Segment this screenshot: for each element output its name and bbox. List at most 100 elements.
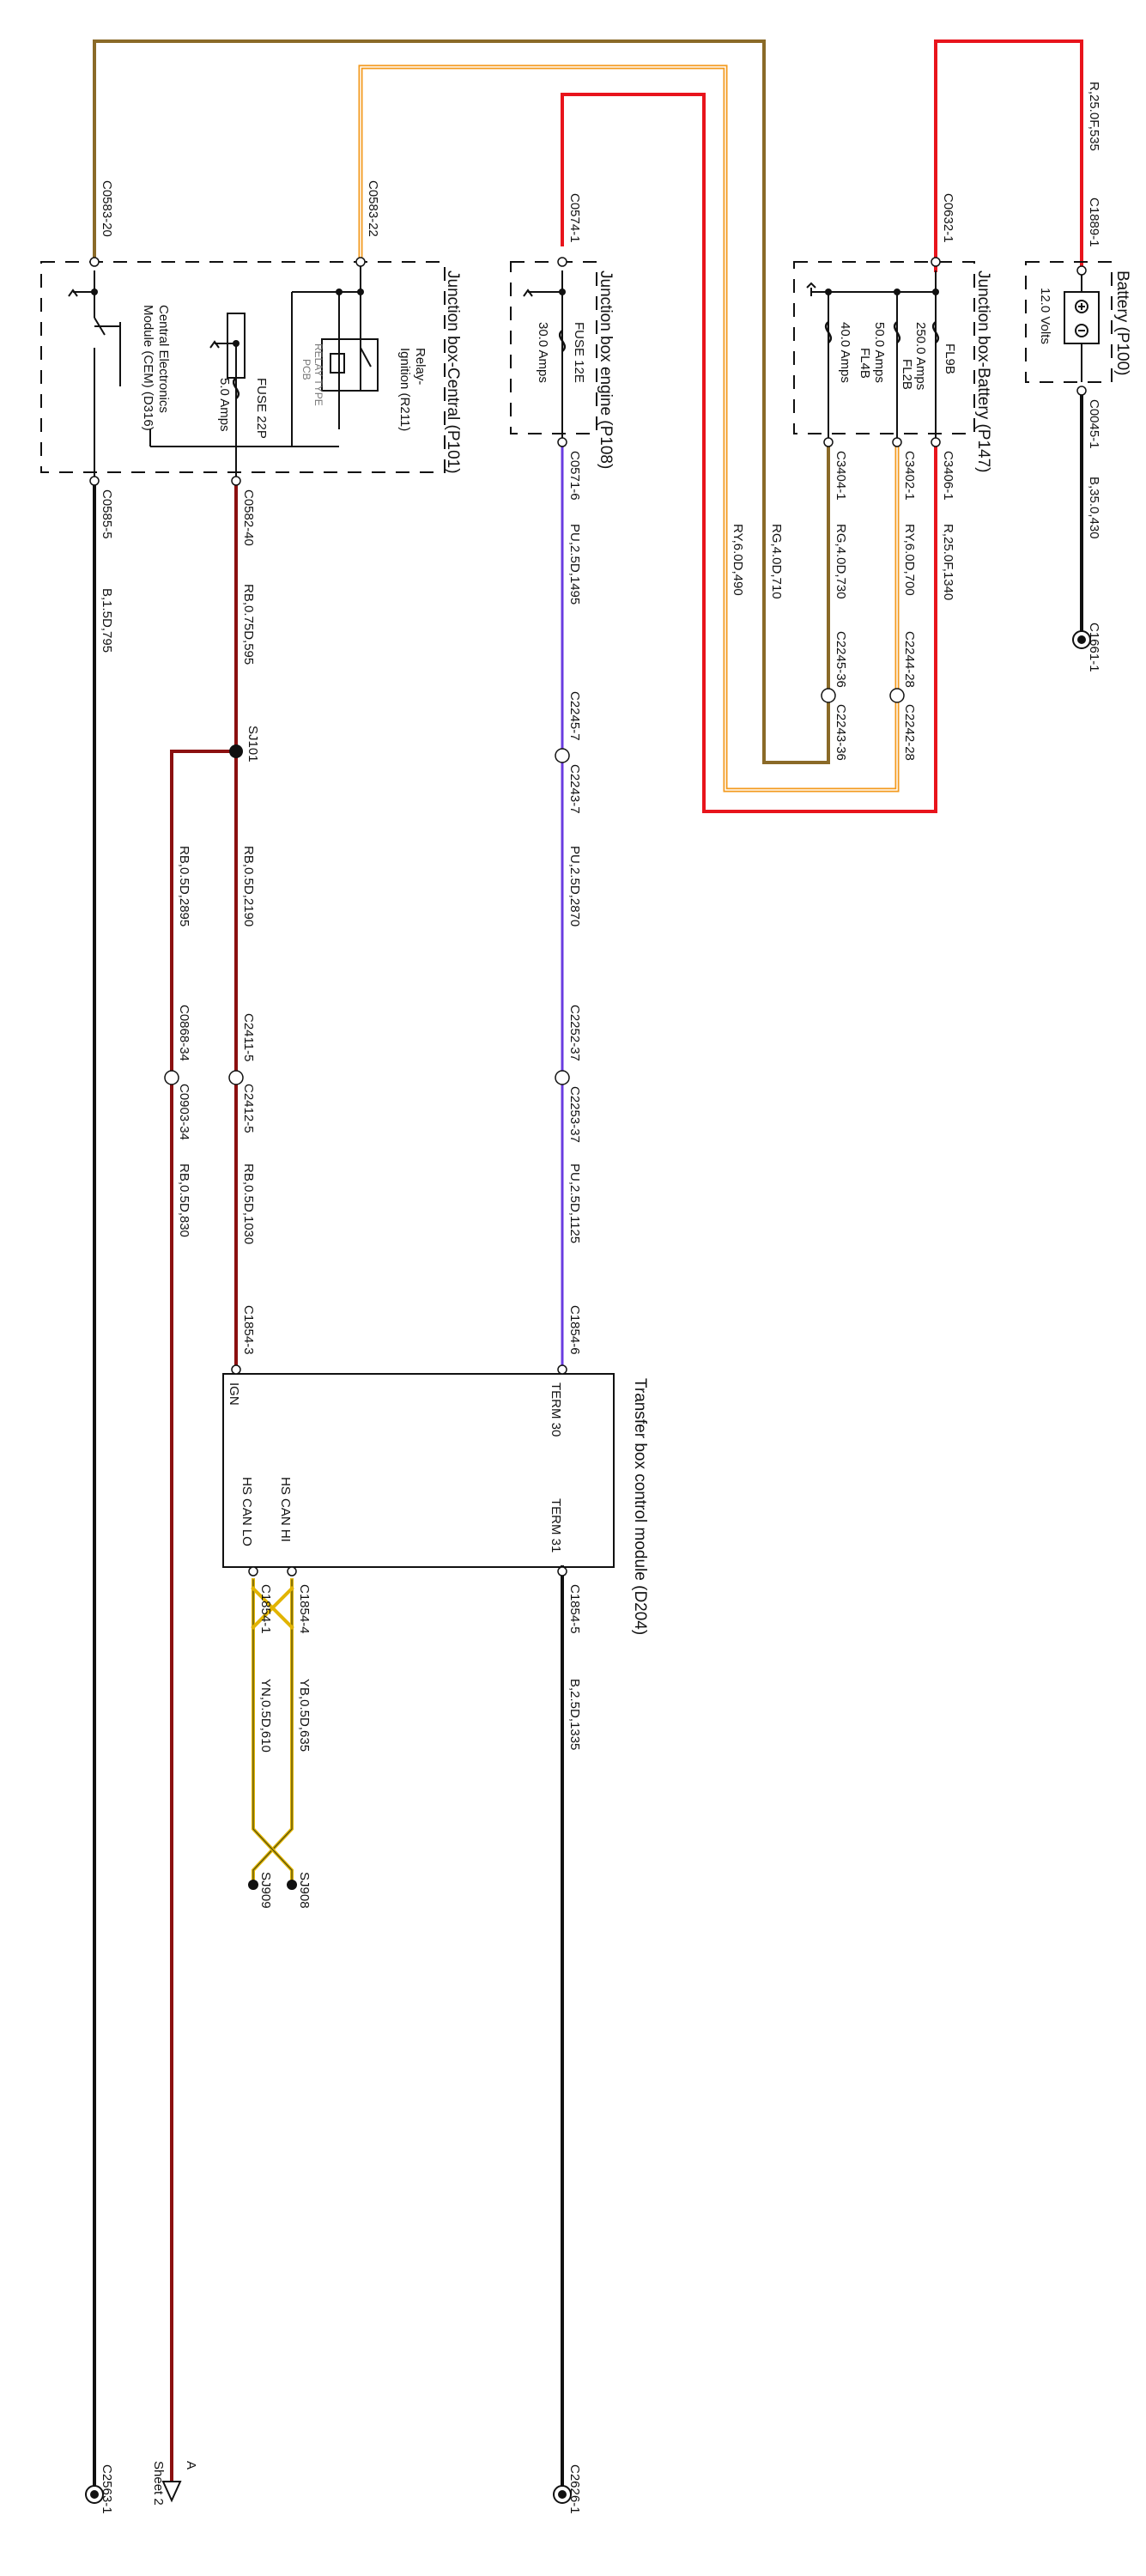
label-wire-pu-2870: PU,2.5D,2870 bbox=[567, 846, 582, 927]
connector-c1854-6-symbol bbox=[557, 1364, 567, 1375]
connector-c0045-1-symbol bbox=[1076, 386, 1087, 396]
label-c2245-7: C2245-7 bbox=[567, 691, 582, 741]
connector-c0574-1-symbol bbox=[557, 257, 567, 267]
label-c2243-7: C2243-7 bbox=[567, 764, 582, 814]
label-c0583-22: C0583-22 bbox=[366, 180, 380, 237]
label-c2245-36: C2245-36 bbox=[834, 631, 848, 688]
wire-r25-1340 bbox=[561, 93, 937, 813]
relay-note-1: RELAY TYPE bbox=[312, 343, 324, 406]
ground-c1661-1 bbox=[1072, 630, 1091, 649]
label-c0574-1: C0574-1 bbox=[567, 193, 582, 243]
connector-c2245-36-symbol bbox=[821, 688, 836, 703]
wire-rg4-brown bbox=[93, 39, 830, 764]
fuse-fl2b-symbol bbox=[893, 321, 901, 343]
label-wire-bat-neg: B,35.0,430 bbox=[1087, 477, 1101, 539]
wire-can-lo-yn-core bbox=[252, 1579, 293, 1886]
label-wire-yb-635: YB,0.5D,635 bbox=[297, 1679, 312, 1752]
pin-term30: TERM 30 bbox=[549, 1382, 563, 1437]
fuse-fl9b-label: FL9B bbox=[943, 343, 957, 374]
label-c3404-1: C3404-1 bbox=[834, 451, 848, 501]
wire-rb-sheet2 bbox=[170, 750, 238, 2483]
connector-c2244-28-symbol bbox=[889, 688, 905, 703]
label-c2253-37: C2253-37 bbox=[567, 1086, 582, 1143]
label-wire-rb-2190: RB,0.5D,2190 bbox=[241, 846, 256, 927]
fuse-12e-symbol bbox=[558, 330, 567, 352]
jb-battery-box bbox=[793, 261, 975, 434]
label-wire-b-795: B,1.5D,795 bbox=[100, 588, 114, 653]
connector-c2245-7-symbol bbox=[555, 748, 570, 763]
fuse-22p-symbol bbox=[232, 377, 240, 399]
label-wire-pu-1495: PU,2.5D,1495 bbox=[567, 524, 582, 605]
jb-central-internals bbox=[68, 262, 379, 481]
cem-line-1: Central Electronics bbox=[156, 305, 171, 413]
label-c0571-6: C0571-6 bbox=[567, 451, 582, 501]
fuse-22p-label: FUSE 22P bbox=[254, 378, 269, 439]
label-c1889-1: C1889-1 bbox=[1087, 197, 1101, 247]
label-c2626-1: C2626-1 bbox=[567, 2464, 582, 2514]
label-wire-yn-610: YN,0.5D,610 bbox=[258, 1679, 273, 1753]
splice-sj101 bbox=[229, 744, 243, 758]
splice-sj909 bbox=[248, 1880, 258, 1890]
label-wire-rb-595: RB,0.75D,595 bbox=[241, 584, 256, 665]
fuse-fl9b-amps: 250.0 Amps bbox=[913, 322, 928, 390]
label-c2412-5: C2412-5 bbox=[241, 1084, 256, 1133]
title-battery: Battery (P100) bbox=[1113, 270, 1131, 376]
pin-term31: TERM 31 bbox=[549, 1498, 563, 1552]
fuse-12e-amps: 30.0 Amps bbox=[536, 322, 550, 383]
label-c2563-1: C2563-1 bbox=[100, 2464, 114, 2514]
label-c0868-34: C0868-34 bbox=[177, 1005, 191, 1061]
connector-c0571-6-symbol bbox=[557, 437, 567, 447]
connector-c1889-1-symbol bbox=[1076, 265, 1087, 276]
label-sj101: SJ101 bbox=[246, 726, 260, 762]
transfer-box-control-module bbox=[222, 1373, 615, 1568]
label-c1661-1: C1661-1 bbox=[1087, 623, 1101, 672]
wires bbox=[93, 39, 1083, 2490]
label-c2244-28: C2244-28 bbox=[902, 631, 917, 688]
junction-boxes bbox=[40, 261, 1113, 473]
connector-c1854-4-symbol bbox=[287, 1566, 297, 1577]
label-wire-rg4-710: RG,4.0D,710 bbox=[769, 524, 784, 599]
connector-c1854-1-symbol bbox=[248, 1566, 258, 1577]
label-c1854-3: C1854-3 bbox=[241, 1305, 256, 1355]
label-wire-rb-1030: RB,0.5D,1030 bbox=[241, 1163, 256, 1244]
label-c2243-36: C2243-36 bbox=[834, 704, 848, 761]
connector-c0582-40-symbol bbox=[231, 476, 241, 486]
wire-ry6-orange-outer bbox=[358, 64, 900, 793]
cem-line-2: Module (CEM) (D316) bbox=[141, 305, 155, 431]
title-module: Transfer box control module (D204) bbox=[631, 1378, 649, 1635]
relay-name: Relay- bbox=[413, 348, 427, 385]
jb-engine-internals bbox=[523, 270, 567, 447]
label-wire-bat-pos: R,25.0F,535 bbox=[1087, 82, 1101, 151]
label-wire-b-1335: B,2.5D,1335 bbox=[567, 1679, 582, 1750]
label-c0903-34: C0903-34 bbox=[177, 1084, 191, 1140]
label-c2242-28: C2242-28 bbox=[902, 704, 917, 761]
connector-c3402-1-symbol bbox=[892, 437, 902, 447]
ground-c2563-1 bbox=[85, 2485, 104, 2504]
battery-voltage: 12.0 Volts bbox=[1038, 288, 1052, 344]
fuse-fl4b-symbol bbox=[824, 321, 833, 343]
ground-c2626-1 bbox=[553, 2485, 572, 2504]
label-wire-rb-830: RB,0.5D,830 bbox=[177, 1163, 191, 1237]
relay-box bbox=[321, 338, 379, 392]
jb-central-box bbox=[40, 261, 446, 473]
label-c0582-40: C0582-40 bbox=[241, 489, 256, 546]
connector-c0632-1-symbol bbox=[931, 257, 941, 267]
pin-ign: IGN bbox=[227, 1382, 241, 1406]
wire-battery-positive bbox=[934, 39, 1083, 272]
splice-points bbox=[229, 744, 297, 1890]
fuse-12e-label: FUSE 12E bbox=[572, 322, 586, 383]
relay-name-2: Ignition (R211) bbox=[397, 348, 412, 431]
battery-box bbox=[1025, 261, 1113, 383]
fuse-22p-amps: 5.0 Amps bbox=[217, 378, 232, 432]
connector-c3404-1-symbol bbox=[823, 437, 834, 447]
fuse-fl4b-label: FL4B bbox=[858, 348, 872, 379]
ground-symbols bbox=[85, 630, 1091, 2504]
label-c1854-1: C1854-1 bbox=[258, 1584, 273, 1634]
label-c1854-5: C1854-5 bbox=[567, 1584, 582, 1634]
pin-hs-can-lo: HS CAN LO bbox=[240, 1477, 254, 1546]
jb-battery-internals bbox=[806, 270, 940, 447]
label-c0585-5: C0585-5 bbox=[100, 489, 114, 539]
label-wire-jb-r25: R,25.0F,1340 bbox=[941, 524, 955, 600]
label-wire-rb-2895: RB,0.5D,2895 bbox=[177, 846, 191, 927]
